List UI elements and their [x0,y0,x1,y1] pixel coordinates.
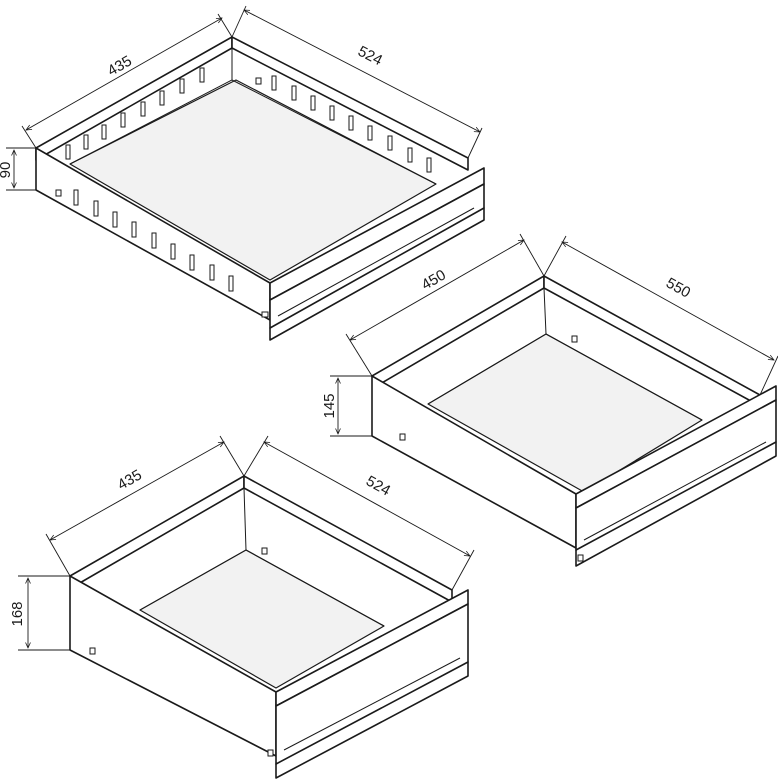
latch-hole [261,311,269,318]
latch-hole [577,554,584,562]
label-hole-back [571,335,578,343]
dimension-height: 145 [321,375,372,437]
label-hole [399,433,406,441]
dimension-label-width: 435 [105,52,135,79]
dimension-label-height: 168 [9,601,26,626]
label-hole [55,189,62,197]
drawer-145: 450 550 145 [321,233,778,567]
drawer-168: 435 524 168 [9,435,475,779]
dimension-label-depth: 524 [355,43,385,70]
dimension-label-width: 450 [419,266,449,293]
dimension-label-height: 90 [0,162,14,179]
label-hole [89,647,96,655]
drawer-90: 435 524 90 [0,5,485,341]
dimension-height: 168 [9,575,70,651]
latch-hole [267,749,274,757]
label-hole-back [261,547,268,555]
dimension-label-depth: 550 [663,275,693,302]
label-hole-back [255,77,262,85]
dimension-height: 90 [0,147,36,191]
dimension-label-height: 145 [321,393,338,418]
dimension-label-depth: 524 [363,473,393,500]
